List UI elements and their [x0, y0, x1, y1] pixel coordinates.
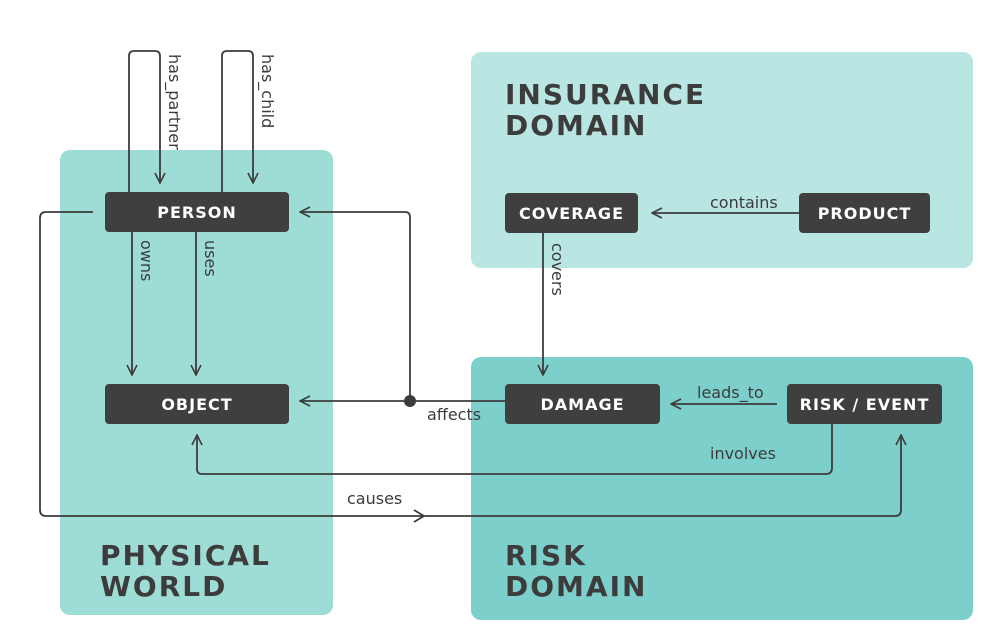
- insurance-domain-title: INSURANCE DOMAIN: [505, 78, 707, 142]
- edge-has-child: [221, 50, 253, 192]
- edge-causes: [39, 211, 901, 517]
- label-covers: covers: [548, 243, 567, 296]
- label-has-child: has_child: [258, 54, 277, 129]
- label-involves: involves: [710, 444, 776, 463]
- physical-world-title: PHYSICAL WORLD: [100, 539, 271, 603]
- node-coverage[interactable]: COVERAGE: [505, 193, 638, 233]
- label-causes: causes: [347, 489, 403, 508]
- edge-involves: [197, 424, 833, 475]
- node-object[interactable]: OBJECT: [105, 384, 289, 424]
- node-person[interactable]: PERSON: [105, 192, 289, 232]
- label-uses: uses: [201, 240, 220, 277]
- node-risk-event[interactable]: RISK / EVENT: [787, 384, 942, 424]
- label-owns: owns: [137, 240, 156, 282]
- risk-domain-title: RISK DOMAIN: [505, 539, 648, 603]
- edge-has-partner: [128, 50, 160, 192]
- label-affects: affects: [427, 405, 482, 424]
- label-has-partner: has_partner: [165, 54, 184, 150]
- node-product[interactable]: PRODUCT: [799, 193, 930, 233]
- edge-affects-person: [300, 212, 411, 401]
- causes-direction-arrowhead: [413, 509, 426, 523]
- node-damage[interactable]: DAMAGE: [505, 384, 660, 424]
- label-leads-to: leads_to: [697, 383, 764, 402]
- label-contains: contains: [710, 193, 778, 212]
- affects-junction-dot: [404, 395, 416, 407]
